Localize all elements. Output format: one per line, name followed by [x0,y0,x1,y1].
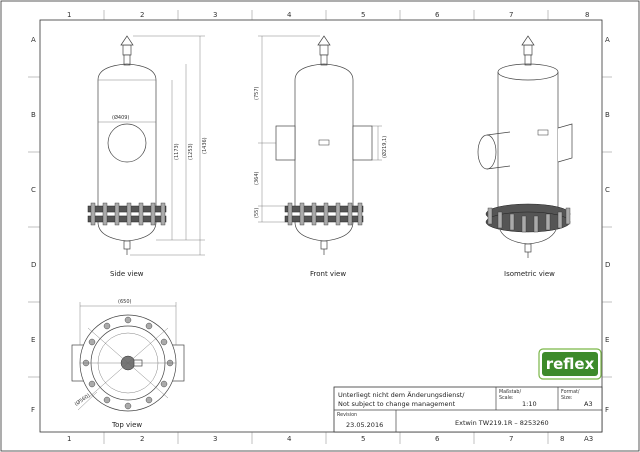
isometric-view-drawing [477,35,573,258]
corner-format: A3 [584,435,593,443]
scale-label-de: Maßstab/ [499,389,521,395]
grid-col-bottom-5: 5 [361,435,365,443]
grid-col-bottom-4: 4 [287,435,292,443]
grid-col-top-4: 4 [287,11,292,19]
part-name: Extwin TW219.1R – 8253260 [455,419,549,427]
dim-front-mid: (364) [254,172,260,185]
dim-side-h3: (1436) [202,137,208,154]
notice-de: Unterliegt nicht dem Änderungsdienst/ [338,390,465,399]
grid-row-left-b: B [31,111,36,119]
side-view-drawing [87,35,205,256]
grid-row-left-a: A [31,36,36,44]
top-view-label: Top view [111,421,142,429]
grid-col-bottom-2: 2 [140,435,144,443]
scale-label-en: Scale: [499,395,514,401]
dim-side-diameter: (Ø409) [112,114,129,121]
top-view-drawing [71,302,185,412]
grid-row-left-e: E [31,336,35,344]
grid-col-top-3: 3 [213,11,217,19]
inner-border [39,19,603,433]
reflex-logo: reflex [538,348,602,380]
reflex-logo-text: reflex [546,355,595,373]
front-view-label: Front view [310,270,346,278]
dim-front-pipe: (Ø219,1) [381,136,388,158]
grid-row-left-f: F [31,406,35,414]
format-label-de: Format/ [561,389,580,395]
grid-col-bottom-6: 6 [435,435,440,443]
notice-en: Not subject to change management [338,400,456,408]
grid-col-bottom-1: 1 [67,435,71,443]
dim-side-h2: (1253) [188,143,194,160]
grid-row-right-b: B [605,111,610,119]
grid-row-right-d: D [605,261,610,269]
dim-front-top: (757) [254,87,260,100]
grid-col-top-6: 6 [435,11,440,19]
grid-col-top-8: 8 [585,11,589,19]
grid-row-right-f: F [605,406,609,414]
revision-date: 23.05.2016 [346,421,383,429]
grid-ticks [28,10,612,444]
format-value: A3 [584,400,593,408]
grid-col-top-7: 7 [509,11,513,19]
format-label-en: Size: [561,395,573,401]
grid-col-top-5: 5 [361,11,365,19]
grid-col-bottom-3: 3 [213,435,217,443]
front-view-drawing [258,35,382,255]
isometric-view-label: Isometric view [504,270,555,278]
grid-row-right-e: E [605,336,609,344]
side-view-label: Side view [110,270,144,278]
dim-top-width: (650) [118,299,131,305]
dim-front-low: (55) [254,208,260,218]
grid-col-bottom-7: 7 [509,435,513,443]
grid-row-right-a: A [605,36,610,44]
scale-value: 1:10 [522,400,537,408]
grid-col-top-2: 2 [140,11,144,19]
grid-col-top-1: 1 [67,11,71,19]
title-block [333,386,603,433]
grid-col-bottom-8: 8 [560,435,564,443]
revision-label: Revision [337,412,357,418]
grid-row-left-c: C [31,186,36,194]
grid-row-left-d: D [31,261,36,269]
dim-side-h1: (1173) [174,143,180,160]
grid-row-right-c: C [605,186,610,194]
